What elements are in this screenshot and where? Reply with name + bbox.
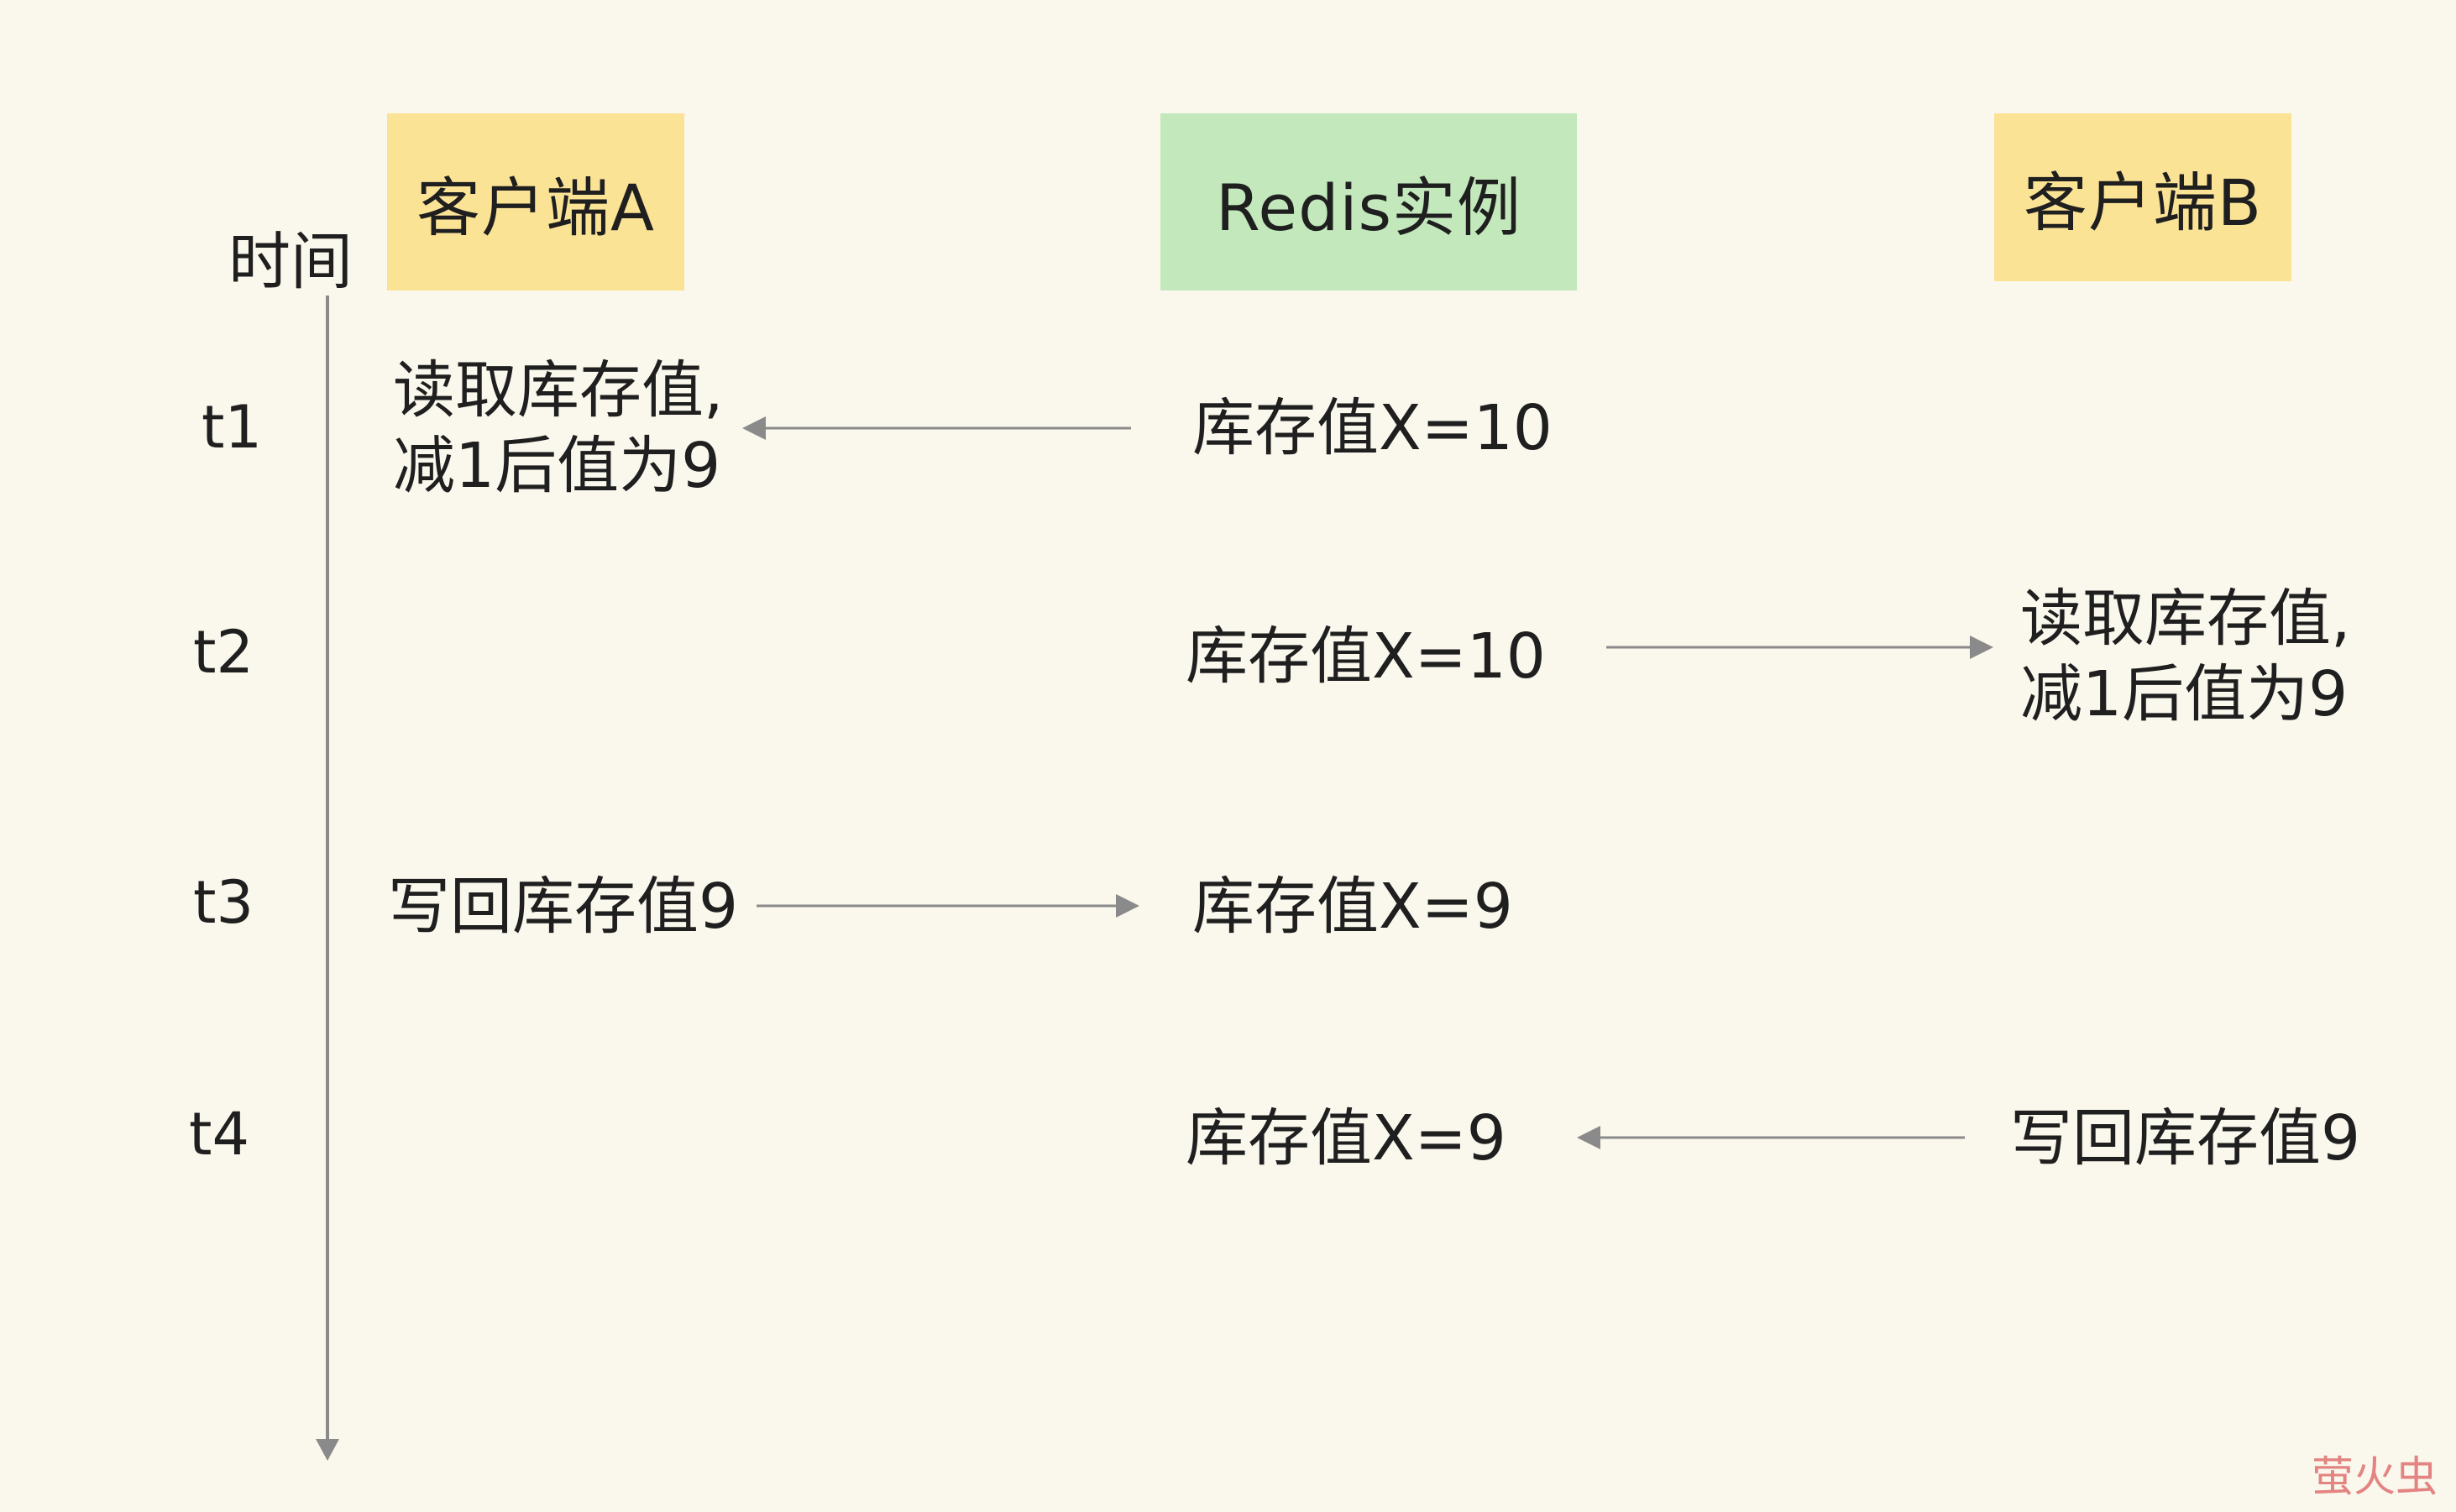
t1-client-a-action: 读取库存值, 减1后值为9	[393, 353, 724, 504]
t2-client-b-line1: 读取库存值,	[2020, 583, 2351, 655]
tick-t4: t4	[189, 1100, 249, 1169]
t3-client-a-action: 写回库存值9	[388, 871, 739, 943]
t2-client-b-action: 读取库存值, 减1后值为9	[2020, 581, 2351, 732]
client-a-header-label: 客户端A	[416, 170, 655, 245]
time-axis-label: 时间	[228, 226, 353, 298]
t4-client-b-action: 写回库存值9	[2010, 1102, 2361, 1175]
client-b-header-label: 客户端B	[2023, 165, 2263, 240]
t1-client-a-line1: 读取库存值,	[393, 354, 724, 426]
t4-redis-value: 库存值X=9	[1186, 1102, 1506, 1175]
tick-t2: t2	[193, 618, 254, 687]
tick-t3: t3	[193, 868, 254, 937]
redis-instance-header-label: Redis实例	[1215, 170, 1522, 245]
t1-client-a-line2: 减1后值为9	[393, 430, 721, 502]
t2-client-b-line2: 减1后值为9	[2020, 658, 2349, 730]
client-a-header: 客户端A	[387, 113, 684, 290]
watermark: 萤火虫	[2312, 1452, 2438, 1501]
t3-redis-value: 库存值X=9	[1192, 871, 1513, 943]
t2-redis-value: 库存值X=10	[1186, 620, 1546, 693]
tick-t1: t1	[202, 393, 262, 462]
client-b-header: 客户端B	[1994, 113, 2291, 281]
redis-instance-header: Redis实例	[1160, 113, 1577, 290]
t1-redis-value: 库存值X=10	[1192, 392, 1553, 464]
time-axis-arrowhead	[316, 1439, 339, 1461]
